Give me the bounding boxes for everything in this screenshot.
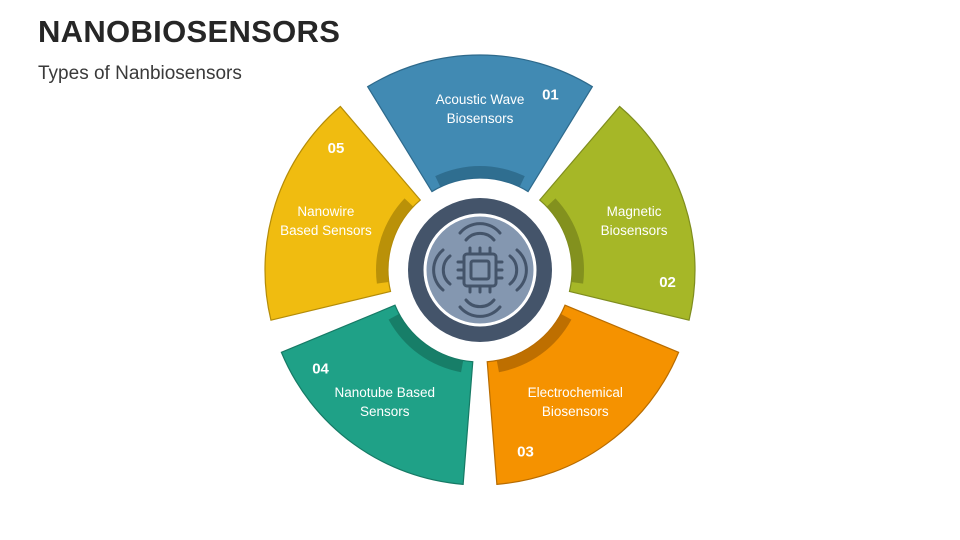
segment-03-number: 03 xyxy=(517,443,534,460)
segment-01-inner-ring xyxy=(435,166,525,187)
segment-02-number: 02 xyxy=(659,274,676,291)
segment-02-label-line: Biosensors xyxy=(601,223,668,238)
segment-05-number: 05 xyxy=(328,140,345,157)
segment-02-label-line: Magnetic xyxy=(607,204,662,219)
nanochip-sensor-icon xyxy=(432,222,528,318)
segment-03-label-line: Electrochemical xyxy=(528,385,623,400)
center-hub xyxy=(408,198,552,342)
segment-03-label-line: Biosensors xyxy=(542,404,609,419)
page-title: NANOBIOSENSORS xyxy=(38,14,341,49)
center-hub-inner-disc xyxy=(423,213,537,327)
segment-04-label-line: Sensors xyxy=(360,404,410,419)
segment-04-inner-ring xyxy=(388,313,464,373)
segment-01-label-line: Acoustic Wave xyxy=(436,92,525,107)
segment-02-inner-ring xyxy=(546,198,584,284)
segment-01-shape xyxy=(366,54,594,193)
page-subtitle: Types of Nanbiosensors xyxy=(38,63,242,84)
segment-04-label-line: Nanotube Based xyxy=(334,385,435,400)
segment-01-number: 01 xyxy=(542,87,559,104)
segment-04-number: 04 xyxy=(312,361,329,378)
segment-01-label-line: Biosensors xyxy=(447,111,514,126)
segment-05-label-line: Based Sensors xyxy=(280,223,372,238)
segment-05-inner-ring xyxy=(376,198,414,284)
segment-05-label-line: Nanowire xyxy=(297,204,354,219)
segment-03-inner-ring xyxy=(496,313,572,373)
